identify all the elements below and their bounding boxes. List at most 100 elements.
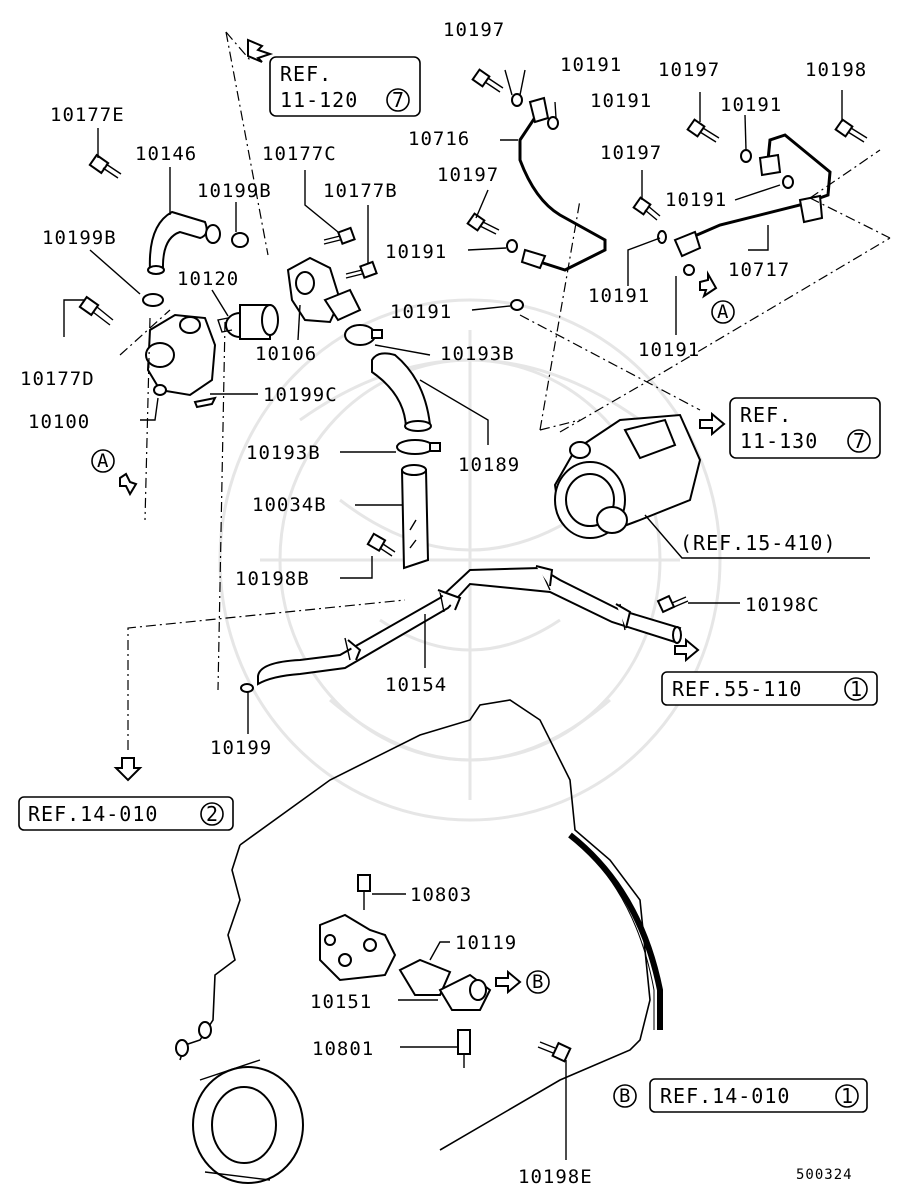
marker-b-right: B xyxy=(526,970,550,994)
sensor-10803 xyxy=(357,874,371,910)
bolt-10177C xyxy=(323,226,356,245)
washer-10191-g xyxy=(657,230,667,244)
bolt-10177D xyxy=(78,295,114,326)
svg-text:REF.: REF. xyxy=(740,403,792,427)
watermark-emblem xyxy=(218,298,722,822)
label-10191-c: 10191 xyxy=(385,241,447,263)
ref-text-15-410: (REF.15-410) xyxy=(680,531,837,555)
water-pipe-10716 xyxy=(518,96,607,272)
svg-text:7: 7 xyxy=(392,88,405,112)
marker-b-ref: B xyxy=(613,1084,637,1108)
label-10191-f: 10191 xyxy=(665,189,727,211)
label-10198B: 10198B xyxy=(235,568,310,590)
water-pipe-10034B xyxy=(400,464,430,570)
svg-text:1: 1 xyxy=(850,677,863,701)
o-ring-10199B-left xyxy=(142,293,164,307)
o-ring-10199B-top xyxy=(231,232,249,248)
svg-text:A: A xyxy=(97,450,109,472)
o-ring-10199 xyxy=(240,683,254,693)
svg-text:A: A xyxy=(717,301,729,323)
label-10189: 10189 xyxy=(458,454,520,476)
svg-text:1: 1 xyxy=(841,1084,854,1108)
svg-text:11-120: 11-120 xyxy=(280,88,358,112)
label-10100: 10100 xyxy=(28,411,90,433)
svg-text:B: B xyxy=(619,1085,631,1107)
label-10198C: 10198C xyxy=(745,594,820,616)
ref-box-11-130: REF. 11-130 7 xyxy=(729,397,881,459)
part-labels: 10177E 10146 10177C 10199B 10177B 10199B… xyxy=(20,19,867,1187)
label-10199C: 10199C xyxy=(263,384,338,406)
label-10191-d: 10191 xyxy=(390,301,452,323)
thermostat-housing-10100 xyxy=(146,313,217,397)
marker-a-left: A xyxy=(91,449,115,473)
water-pipe-10154 xyxy=(257,565,682,686)
bolt-10177E xyxy=(88,153,122,179)
gasket-10119 xyxy=(398,958,452,996)
label-10146: 10146 xyxy=(135,143,197,165)
label-10191-b: 10191 xyxy=(590,90,652,112)
engine-block xyxy=(175,699,663,1184)
label-10177B: 10177B xyxy=(323,180,398,202)
label-10191-e: 10191 xyxy=(720,94,782,116)
svg-text:2: 2 xyxy=(206,802,219,826)
thermostat-housing-group xyxy=(78,153,441,570)
marker-a-right: A xyxy=(711,300,735,324)
washer-10191-c xyxy=(506,239,518,253)
label-10193B-upper: 10193B xyxy=(440,343,515,365)
water-pipe-10717 xyxy=(673,133,832,258)
label-10119: 10119 xyxy=(455,932,517,954)
svg-text:11-130: 11-130 xyxy=(740,429,818,453)
label-10197-b: 10197 xyxy=(437,164,499,186)
label-10191-a: 10191 xyxy=(560,54,622,76)
svg-text:B: B xyxy=(532,971,544,993)
svg-text:(REF.15-410): (REF.15-410) xyxy=(680,531,837,555)
ref-box-14-010-2: REF.14-010 2 xyxy=(18,796,234,831)
svg-text:REF.55-110: REF.55-110 xyxy=(672,677,802,701)
reference-arrows xyxy=(113,38,726,995)
label-10197-d: 10197 xyxy=(600,142,662,164)
washer-10191-h xyxy=(683,264,695,276)
label-10803: 10803 xyxy=(410,884,472,906)
label-10716: 10716 xyxy=(408,128,470,150)
bolt-10197-d xyxy=(632,196,661,221)
label-10717: 10717 xyxy=(728,259,790,281)
water-hose-10146 xyxy=(148,210,208,271)
label-10106: 10106 xyxy=(255,343,317,365)
bolt-10198E xyxy=(537,1041,572,1063)
sensor-10801 xyxy=(457,1029,471,1068)
label-10198E: 10198E xyxy=(518,1166,593,1187)
bolt-10197-a xyxy=(471,68,504,93)
ref-box-14-010-1: REF.14-010 1 xyxy=(649,1078,868,1113)
label-10191-g: 10191 xyxy=(588,285,650,307)
svg-text:REF.14-010: REF.14-010 xyxy=(28,802,158,826)
label-10120: 10120 xyxy=(177,268,239,290)
label-10199B-top: 10199B xyxy=(197,180,272,202)
label-10193B-lower: 10193B xyxy=(246,442,321,464)
washer-10191-b xyxy=(547,116,559,130)
bolt-10197-c xyxy=(686,118,720,143)
bolt-10198 xyxy=(834,118,868,143)
leader-lines xyxy=(63,69,870,1160)
label-10154: 10154 xyxy=(385,674,447,696)
throttle-body-component xyxy=(553,413,702,539)
label-10034B: 10034B xyxy=(252,494,327,516)
thermostat-10120 xyxy=(217,304,279,340)
svg-text:7: 7 xyxy=(853,429,866,453)
dashed-reference-lines xyxy=(119,31,891,750)
figure-code: 500324 xyxy=(796,1167,853,1183)
ref-box-11-120: REF. 11-120 7 xyxy=(269,56,421,117)
bolt-10177B xyxy=(345,260,378,279)
gasket-10199C xyxy=(193,396,217,409)
washer-10191-f xyxy=(782,175,794,189)
bolt-10197-b xyxy=(466,212,500,235)
label-10177D: 10177D xyxy=(20,368,95,390)
label-10197-c: 10197 xyxy=(658,59,720,81)
label-10198: 10198 xyxy=(805,59,867,81)
svg-text:REF.: REF. xyxy=(280,62,332,86)
label-10199B-left: 10199B xyxy=(42,227,117,249)
label-10177E: 10177E xyxy=(50,104,125,126)
label-10151: 10151 xyxy=(310,991,372,1013)
washer-10191-e xyxy=(740,149,752,163)
bolt-10198B xyxy=(366,532,396,557)
